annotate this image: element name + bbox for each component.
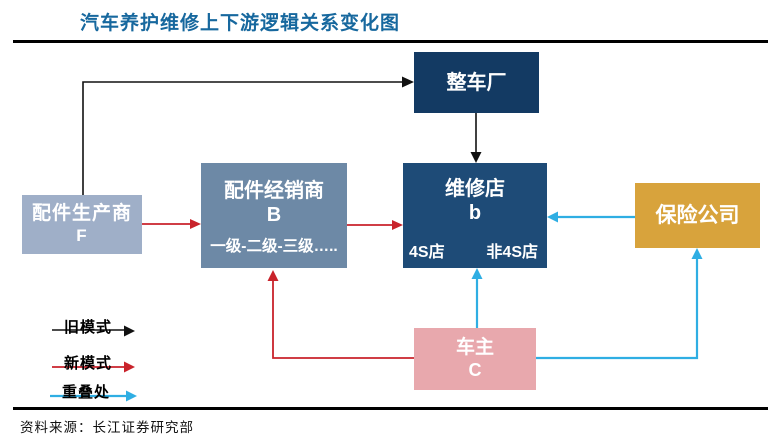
legend-old-label: 旧模式	[64, 319, 113, 336]
node-repair-shop-label: 维修店	[445, 178, 505, 200]
top-divider	[13, 40, 768, 43]
arrowhead-insurer-to-repair	[547, 211, 558, 223]
node-repair-non4s-label: 非4S店	[486, 244, 538, 261]
node-parts-producer: 配件生产商 F	[22, 195, 142, 254]
source-note: 资料来源：长江证券研究部	[20, 420, 194, 435]
node-parts-dealer: 配件经销商 B 一级-二级-三级…..	[201, 163, 347, 268]
legend-new-arrowhead	[124, 361, 135, 373]
node-car-owner-label: 车主	[455, 336, 494, 358]
node-insurance-company: 保险公司	[635, 183, 760, 248]
page-title: 汽车养护维修上下游逻辑关系变化图	[80, 13, 401, 34]
legend-new-label: 新模式	[64, 355, 113, 372]
arrowhead-owner-to-dealer	[267, 270, 279, 281]
node-parts-dealer-label: 配件经销商	[224, 179, 324, 202]
legend-overlap-arrowhead	[126, 390, 137, 402]
arrowhead-producer-to-oem	[402, 76, 414, 88]
node-car-owner-code: C	[468, 359, 482, 380]
node-parts-dealer-code: B	[266, 203, 282, 226]
node-parts-dealer-tiers: 一级-二级-三级…..	[210, 237, 338, 255]
legend-old-arrowhead	[124, 325, 135, 337]
node-repair-4s-label: 4S店	[409, 244, 445, 261]
edge-owner-to-insurer	[536, 259, 699, 360]
node-repair-shop-code: b	[468, 202, 482, 224]
node-oem: 整车厂	[414, 52, 539, 113]
arrowhead-owner-to-insurer	[691, 248, 703, 259]
node-oem-label: 整车厂	[446, 71, 507, 94]
arrowhead-oem-to-repair	[470, 152, 482, 163]
node-parts-producer-code: F	[76, 225, 88, 245]
arrowhead-producer-to-dealer	[190, 219, 201, 229]
edge-owner-to-dealer	[272, 281, 414, 359]
legend-overlap-label: 重叠处	[62, 384, 111, 401]
arrowhead-owner-to-repair	[471, 268, 483, 279]
arrowhead-dealer-to-repair	[392, 220, 403, 230]
node-parts-producer-label: 配件生产商	[31, 202, 132, 224]
node-repair-shop: 维修店 b 4S店 非4S店	[403, 163, 547, 268]
bottom-divider	[13, 407, 768, 410]
node-insurance-company-label: 保险公司	[655, 203, 740, 227]
node-car-owner: 车主 C	[414, 328, 536, 390]
